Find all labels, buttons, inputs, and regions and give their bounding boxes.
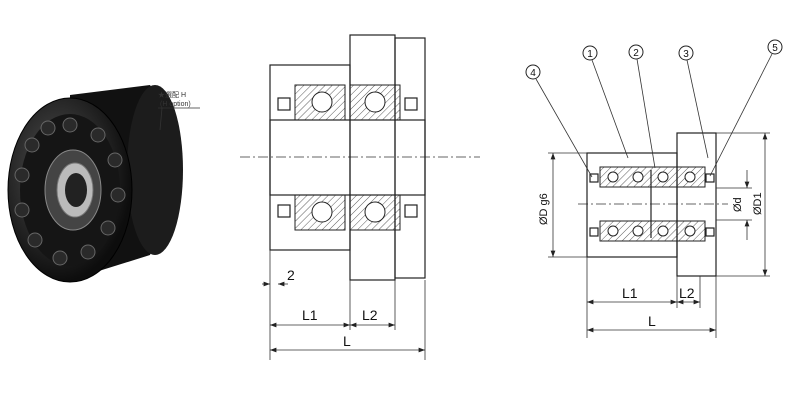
svg-text:2: 2 [633,48,639,59]
dim-d-label: Ød [732,197,744,212]
svg-text:1: 1 [587,49,593,60]
section-view-drawing [535,53,773,338]
callout-1: 1 [582,45,598,61]
dim-D1-label: ØD1 [752,192,764,215]
svg-text:5: 5 [772,43,778,54]
option-label: ★選配 H [158,90,186,99]
section-dim-L1-label: L1 [622,285,638,301]
callout-4: 4 [525,64,541,80]
dim-D-label: ØD g6 [538,193,550,225]
side-view-drawing [240,34,480,360]
option-sublabel: (H option) [160,101,191,108]
callout-2: 2 [628,44,644,60]
dim-L1-label: L1 [302,307,318,323]
dim-L2-label: L2 [362,307,378,323]
dim-L-label: L [343,333,351,349]
product-photo [7,85,183,283]
svg-text:4: 4 [530,68,536,79]
callout-3: 3 [678,45,694,61]
dim-gap-label: 2 [287,267,295,283]
svg-text:3: 3 [683,49,689,60]
section-dim-L-label: L [648,313,656,329]
section-dim-L2-label: L2 [679,285,695,301]
callout-5: 5 [767,39,783,55]
